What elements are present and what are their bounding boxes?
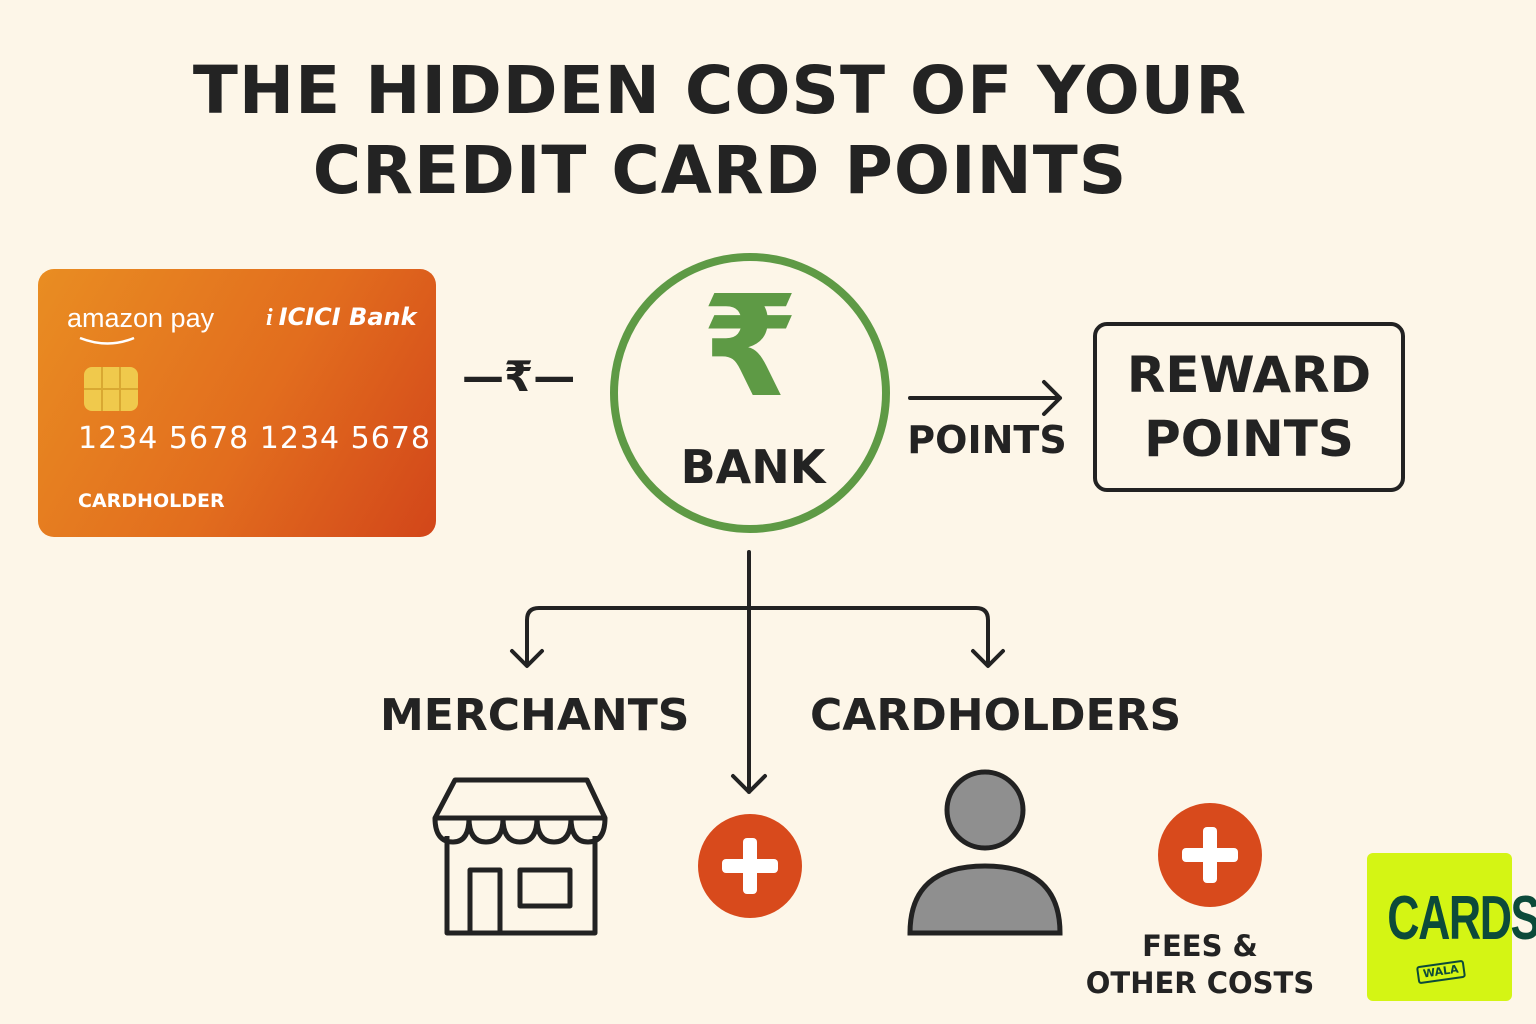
cardswala-logo: CARDS WALA (1367, 853, 1536, 1001)
icici-mark: i (266, 305, 273, 331)
cardholders-label: CARDHOLDERS (810, 690, 1182, 741)
logo-sub: WALA (1415, 959, 1466, 985)
person-icon (907, 769, 1063, 936)
fees-line-2: OTHER COSTS (1085, 966, 1315, 1000)
points-arrow (908, 380, 1062, 416)
reward-points-box: REWARD POINTS (1093, 322, 1405, 492)
bank-circle (610, 253, 890, 533)
center-arrow (731, 550, 767, 794)
plus-icon-fees (1158, 803, 1262, 907)
title-line-1: THE HIDDEN COST OF YOUR (192, 52, 1248, 129)
reward-line-2: POINTS (1144, 410, 1354, 468)
card-number: 1234 5678 1234 5678 (78, 421, 431, 456)
points-label: POINTS (907, 418, 1067, 462)
chip-icon (84, 367, 138, 411)
fees-label: FEES & OTHER COSTS (1080, 928, 1320, 1002)
rupee-icon: ₹ (701, 266, 799, 429)
plus-icon-center (698, 814, 802, 918)
merchants-label: MERCHANTS (380, 690, 690, 741)
currency-link: —₹— (462, 352, 576, 401)
bank-label: BANK (680, 440, 826, 494)
reward-line-1: REWARD (1126, 346, 1372, 404)
amazon-smile-icon (79, 336, 135, 345)
amazon-pay-logo: amazon pay (67, 303, 215, 333)
logo-text: CARDS (1387, 884, 1536, 953)
icici-bank-name: ICICI Bank (278, 303, 417, 331)
cardholders-arrowhead (971, 649, 1005, 668)
fees-line-1: FEES & (1142, 929, 1258, 963)
branch-line (525, 606, 990, 667)
title-line-2: CREDIT CARD POINTS (312, 132, 1128, 209)
store-icon (432, 777, 608, 936)
merchants-arrowhead (510, 649, 544, 668)
cardholder-name: CARDHOLDER (78, 490, 225, 512)
